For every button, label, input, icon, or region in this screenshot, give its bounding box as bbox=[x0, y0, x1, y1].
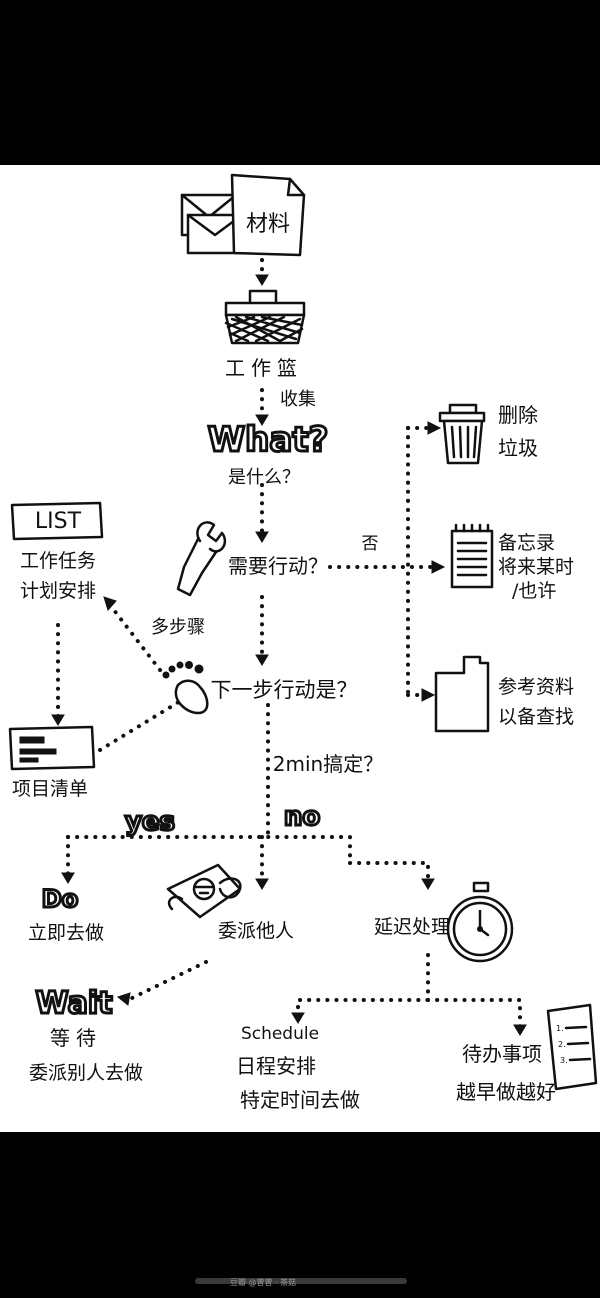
delegate-label: 委派他人 bbox=[218, 920, 294, 942]
arrowhead bbox=[255, 531, 269, 543]
memo-label-1: 备忘录 bbox=[498, 532, 555, 554]
watermark-text: 豆瓣 @曾曾 · 茶菇 bbox=[230, 1278, 297, 1287]
gtd-flow-diagram: 材料 工作篮 收集 What? 是什么？ 删除 垃圾 LIST 工作任务 计划安… bbox=[8, 173, 598, 1112]
todo-line-3: 3. bbox=[560, 1056, 568, 1065]
schedule-subtitle-1: 日程安排 bbox=[236, 1054, 316, 1078]
arrowhead bbox=[255, 274, 269, 286]
arrowhead bbox=[61, 872, 75, 884]
arrowhead bbox=[255, 878, 269, 890]
delete-label-1: 删除 bbox=[498, 403, 538, 427]
arrowhead bbox=[431, 560, 446, 574]
arrow-defer-to-todo bbox=[426, 998, 522, 1029]
project-list-label: 项目清单 bbox=[12, 778, 88, 800]
arrowhead bbox=[421, 688, 436, 702]
defer-label: 延迟处理 bbox=[374, 916, 450, 938]
connector-lines bbox=[51, 258, 527, 1036]
bottom-black-bar bbox=[0, 1132, 600, 1298]
action-question: 需要行动？ bbox=[228, 554, 328, 578]
project-list-icon bbox=[8, 725, 96, 771]
inbox-basket-icon bbox=[224, 289, 306, 345]
delete-label-2: 垃圾 bbox=[498, 436, 538, 460]
wait-subtitle-2: 委派别人去做 bbox=[29, 1062, 143, 1084]
todo-checklist-icon: 1. 2. 3. bbox=[546, 1003, 598, 1091]
arrow-delegate-to-wait bbox=[126, 960, 208, 1002]
yes-label: yes bbox=[125, 807, 175, 837]
no-label: no bbox=[284, 802, 320, 832]
list-card-icon bbox=[10, 501, 104, 541]
schedule-subtitle-2: 特定时间去做 bbox=[240, 1088, 360, 1112]
trash-can-icon bbox=[438, 403, 486, 465]
no-branch-label: 否 bbox=[362, 534, 379, 554]
gtd-diagram-paper: 材料 工作篮 收集 What? 是什么？ 删除 垃圾 LIST 工作任务 计划安… bbox=[0, 165, 600, 1132]
top-black-bar bbox=[0, 0, 600, 165]
arrow-to-defer bbox=[348, 861, 430, 885]
notepad-icon bbox=[450, 523, 494, 589]
wrench-icon bbox=[176, 521, 227, 597]
inbox-label: 工作篮 bbox=[225, 356, 303, 380]
footprint-icon bbox=[162, 661, 209, 715]
document-icon bbox=[230, 173, 306, 257]
materials-label: 材料 bbox=[246, 212, 290, 237]
arrowhead bbox=[51, 714, 65, 726]
list-title: LIST bbox=[35, 509, 82, 534]
memo-label-3: /也许 bbox=[512, 580, 556, 602]
arrowhead bbox=[513, 1024, 527, 1036]
arrowhead bbox=[427, 421, 442, 435]
arrowhead bbox=[421, 878, 435, 890]
todo-line-2: 2. bbox=[558, 1040, 566, 1049]
list-item-2: 计划安排 bbox=[20, 580, 96, 602]
reference-label-2: 以备查找 bbox=[498, 706, 574, 728]
wait-subtitle-1: 等待 bbox=[50, 1026, 102, 1050]
todo-line-1: 1. bbox=[556, 1024, 564, 1033]
arrow-project-to-next bbox=[98, 698, 184, 752]
arrow-defer-to-schedule bbox=[296, 953, 430, 1017]
what-subtitle: 是什么？ bbox=[228, 467, 300, 488]
two-minute-question: 2min搞定？ bbox=[273, 752, 383, 776]
branch-line-2min bbox=[66, 835, 352, 865]
arrowhead bbox=[255, 414, 269, 426]
collect-label: 收集 bbox=[280, 389, 316, 410]
folder-icon bbox=[434, 655, 490, 733]
todo-title: 待办事项 bbox=[462, 1042, 542, 1066]
wait-title: Wait bbox=[36, 986, 113, 1021]
home-indicator-bar[interactable] bbox=[195, 1278, 407, 1284]
schedule-title: Schedule bbox=[241, 1024, 319, 1044]
arrowhead bbox=[255, 654, 269, 666]
arrowhead bbox=[103, 596, 117, 611]
todo-subtitle: 越早做越好 bbox=[456, 1080, 556, 1104]
memo-label-2: 将来某时 bbox=[498, 556, 574, 578]
arrowhead bbox=[116, 992, 131, 1006]
do-title: Do bbox=[42, 885, 78, 913]
do-subtitle: 立即去做 bbox=[28, 922, 104, 944]
what-title: What? bbox=[208, 420, 329, 460]
list-item-1: 工作任务 bbox=[20, 550, 96, 572]
arrowhead bbox=[291, 1012, 305, 1024]
stopwatch-icon bbox=[446, 881, 514, 963]
multistep-label: 多步骤 bbox=[151, 617, 205, 638]
next-action-question: 下一步行动是？ bbox=[211, 678, 358, 702]
delegate-people-icon bbox=[166, 863, 242, 919]
reference-label-1: 参考资料 bbox=[498, 676, 574, 698]
